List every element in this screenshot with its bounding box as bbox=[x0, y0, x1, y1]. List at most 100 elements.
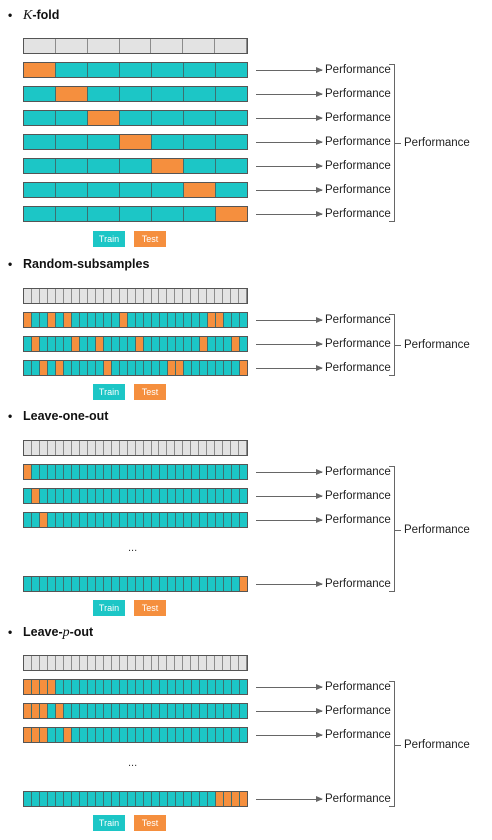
train-cell bbox=[184, 207, 216, 221]
sample-cell bbox=[71, 289, 80, 303]
sample-cell bbox=[199, 441, 208, 455]
train-cell bbox=[88, 313, 96, 327]
train-cell bbox=[56, 337, 64, 351]
sample-cell bbox=[24, 39, 56, 53]
train-cell bbox=[64, 792, 72, 806]
train-cell bbox=[216, 183, 247, 197]
train-cell bbox=[88, 792, 96, 806]
full-data-bar bbox=[23, 288, 248, 304]
test-cell bbox=[64, 728, 72, 742]
train-cell bbox=[120, 489, 128, 503]
train-cell bbox=[200, 728, 208, 742]
split-bar bbox=[23, 182, 248, 198]
train-cell bbox=[200, 313, 208, 327]
train-cell bbox=[88, 465, 96, 479]
bullet-icon: • bbox=[8, 257, 13, 271]
arrow bbox=[256, 91, 323, 97]
train-cell bbox=[168, 489, 176, 503]
sample-cell bbox=[191, 289, 200, 303]
bracket bbox=[389, 466, 395, 592]
train-cell bbox=[168, 792, 176, 806]
bracket-tick bbox=[395, 143, 401, 144]
sample-cell bbox=[183, 289, 192, 303]
train-cell bbox=[72, 513, 80, 527]
train-cell bbox=[216, 361, 224, 375]
train-cell bbox=[216, 87, 247, 101]
train-cell bbox=[88, 135, 120, 149]
train-cell bbox=[120, 63, 152, 77]
sample-cell bbox=[63, 289, 72, 303]
train-cell bbox=[40, 489, 48, 503]
train-cell bbox=[104, 313, 112, 327]
train-cell bbox=[160, 337, 168, 351]
train-cell bbox=[152, 704, 160, 718]
test-cell bbox=[200, 337, 208, 351]
sample-cell bbox=[223, 441, 232, 455]
train-cell bbox=[56, 680, 64, 694]
sample-cell bbox=[135, 656, 144, 670]
test-cell bbox=[240, 792, 247, 806]
train-cell bbox=[224, 577, 232, 591]
train-cell bbox=[216, 577, 224, 591]
train-cell bbox=[80, 792, 88, 806]
train-cell bbox=[136, 361, 144, 375]
train-cell bbox=[48, 361, 56, 375]
train-cell bbox=[240, 313, 247, 327]
train-cell bbox=[40, 313, 48, 327]
sample-cell bbox=[31, 656, 40, 670]
train-cell bbox=[152, 111, 184, 125]
legend-train: Train bbox=[93, 384, 125, 400]
section-title: •Leave-p-out bbox=[8, 625, 93, 641]
train-cell bbox=[96, 489, 104, 503]
train-cell bbox=[208, 513, 216, 527]
train-cell bbox=[120, 577, 128, 591]
title-math: K bbox=[23, 8, 33, 23]
train-cell bbox=[128, 728, 136, 742]
train-cell bbox=[184, 111, 216, 125]
performance-label: Performance bbox=[325, 338, 391, 350]
sample-cell bbox=[47, 656, 56, 670]
train-cell bbox=[136, 792, 144, 806]
train-cell bbox=[152, 489, 160, 503]
test-cell bbox=[88, 111, 120, 125]
section-title: •K-fold bbox=[8, 8, 59, 24]
test-cell bbox=[216, 207, 247, 221]
train-cell bbox=[112, 361, 120, 375]
train-cell bbox=[32, 313, 40, 327]
train-cell bbox=[232, 513, 240, 527]
split-bar bbox=[23, 110, 248, 126]
bullet-icon: • bbox=[8, 8, 13, 22]
train-cell bbox=[240, 728, 247, 742]
train-cell bbox=[168, 577, 176, 591]
train-cell bbox=[48, 489, 56, 503]
train-cell bbox=[152, 183, 184, 197]
arrow bbox=[256, 493, 323, 499]
train-cell bbox=[152, 361, 160, 375]
train-cell bbox=[184, 577, 192, 591]
arrow bbox=[256, 732, 323, 738]
test-cell bbox=[152, 159, 184, 173]
train-cell bbox=[144, 465, 152, 479]
train-cell bbox=[152, 313, 160, 327]
train-cell bbox=[192, 489, 200, 503]
test-cell bbox=[24, 313, 32, 327]
train-cell bbox=[96, 313, 104, 327]
sample-cell bbox=[55, 441, 64, 455]
train-cell bbox=[40, 577, 48, 591]
train-cell bbox=[56, 465, 64, 479]
train-cell bbox=[48, 704, 56, 718]
sample-cell bbox=[119, 39, 152, 53]
train-cell bbox=[176, 337, 184, 351]
train-cell bbox=[32, 792, 40, 806]
train-cell bbox=[136, 465, 144, 479]
split-bar bbox=[23, 727, 248, 743]
performance-label: Performance bbox=[325, 793, 391, 805]
sample-cell bbox=[199, 289, 208, 303]
sample-cell bbox=[159, 656, 168, 670]
performance-label: Performance bbox=[325, 112, 391, 124]
train-cell bbox=[136, 728, 144, 742]
title-text: Leave-one-out bbox=[23, 409, 109, 423]
aggregate-performance-label: Performance bbox=[404, 524, 470, 536]
test-cell bbox=[32, 489, 40, 503]
aggregate-performance-label: Performance bbox=[404, 739, 470, 751]
